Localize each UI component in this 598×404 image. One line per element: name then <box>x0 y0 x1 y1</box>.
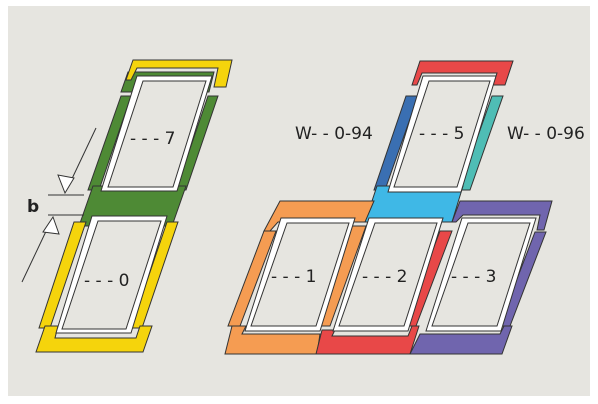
window-2-label: - - - 2 <box>362 267 407 287</box>
red-bottom-cap <box>315 325 420 355</box>
flashing-right-code: W- - 0-96 <box>507 124 585 144</box>
purple-top-cap <box>451 200 553 231</box>
gap-label: b <box>27 197 39 217</box>
window-1-label: - - - 1 <box>271 267 316 287</box>
window-5-label: - - - 5 <box>419 124 464 144</box>
dimension-arrowhead-top <box>57 174 75 195</box>
red-top-cap <box>411 60 514 86</box>
yellow-top-cap <box>125 59 233 88</box>
orange-bottom-cap <box>224 325 321 355</box>
dimension-arrowhead-bottom <box>42 215 60 235</box>
window-2-pane <box>338 222 438 327</box>
flashing-diagram: - - - 7 - - - 0 b <box>21 59 585 355</box>
flashing-left-code: W- - 0-94 <box>295 124 373 144</box>
dimension-arrow-bottom <box>21 224 50 283</box>
window-7-label: - - - 7 <box>130 129 175 149</box>
window-3-label: - - - 3 <box>451 267 496 287</box>
window-0-pane <box>61 220 162 330</box>
window-7-pane <box>107 80 207 188</box>
dimension-arrow-top <box>68 127 97 186</box>
window-0-label: - - - 0 <box>84 271 129 291</box>
diagram-panel: - - - 7 - - - 0 b <box>8 6 590 396</box>
window-1-pane <box>250 222 350 327</box>
purple-bottom-cap <box>409 325 513 355</box>
window-3-pane <box>431 222 531 327</box>
window-5-pane <box>393 80 491 188</box>
